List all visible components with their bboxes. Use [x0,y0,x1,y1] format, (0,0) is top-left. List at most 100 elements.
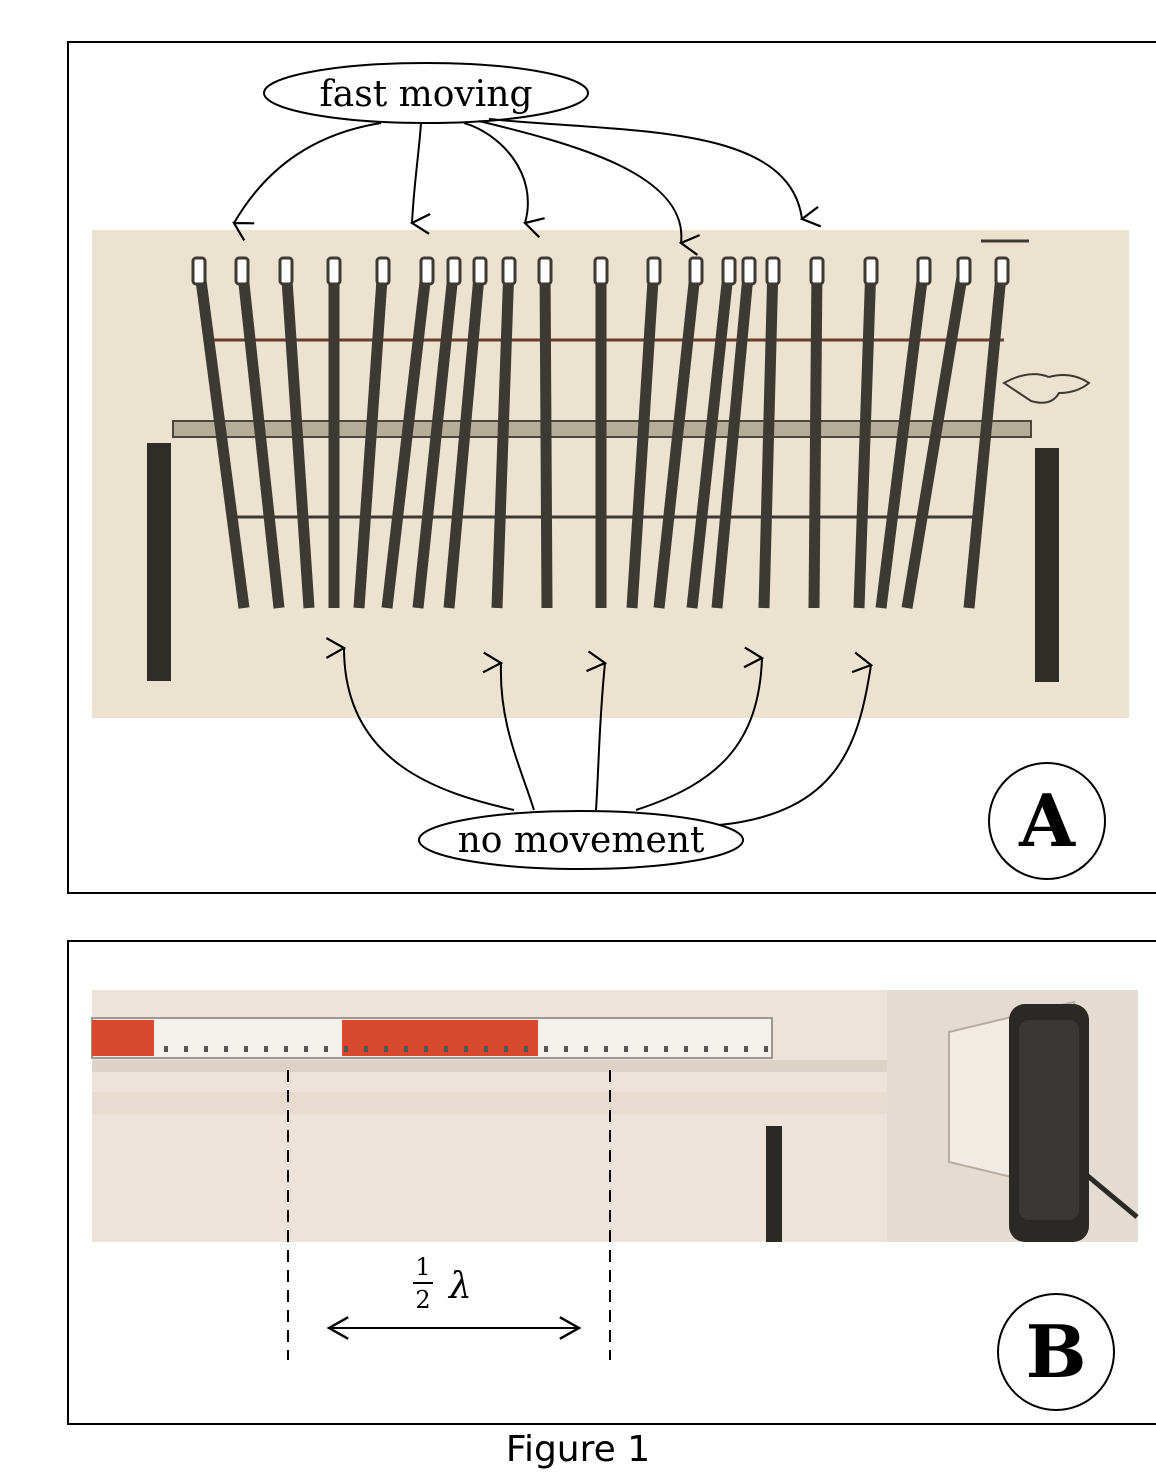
rod-end-weight [472,256,488,286]
rod [808,264,823,609]
rod-end-weight [278,256,294,286]
panel-a: fast moving no movement A [67,41,1156,894]
fast-arrow-1 [234,122,382,223]
ruler-tick [564,1046,568,1052]
rod-end-weight [234,256,250,286]
rod-end-weight [863,256,879,286]
rod-end-weight [765,256,781,286]
rod [443,264,486,609]
ruler-tick [744,1046,748,1052]
ruler-tick [544,1046,548,1052]
ruler-tick [644,1046,648,1052]
rod [653,264,702,609]
ruler-tick [264,1046,268,1052]
rod [626,264,660,609]
ruler-tick [724,1046,728,1052]
ruler-tick [384,1046,388,1052]
fast-moving-label: fast moving [319,74,532,115]
rod [491,264,515,609]
fraction-denominator: 2 [415,1286,430,1314]
ruler-tick [504,1046,508,1052]
rod [236,264,285,609]
drive-hand-icon [1002,373,1091,404]
rod [963,264,1008,609]
ruler-tick [284,1046,288,1052]
rod-end-weight [419,256,435,286]
rod [412,264,460,609]
node-arrow-3 [596,663,605,811]
rod [711,264,755,609]
rod-end-weight [688,256,704,286]
rod [901,264,970,609]
fast-arrow-3 [463,122,528,223]
rod [381,264,433,609]
panel-b-badge [997,1293,1115,1411]
ruler-tick [304,1046,308,1052]
node-arrow-4 [635,658,762,811]
node-arrow-2 [501,663,535,811]
rod-end-weight [646,256,662,286]
fast-arrow-2 [412,122,421,223]
fraction-numerator: 1 [415,1253,430,1281]
rod [193,264,250,609]
rod-end-weight [956,256,972,286]
fast-moving-ellipse [263,62,589,124]
ruler-tick [424,1046,428,1052]
rod [280,264,315,609]
ruler-red-segment-1 [92,1020,154,1056]
rod-end-weight [916,256,932,286]
rod [875,264,930,609]
wave-rods [191,256,1010,609]
rod-end-weight [326,256,342,286]
panel-b-letter: B [1026,1309,1087,1394]
ruler-tick [584,1046,588,1052]
ruler-tick [464,1046,468,1052]
rod-end-weight [446,256,462,286]
rod [539,264,553,609]
no-movement-arrows [344,648,871,826]
rod [686,264,735,609]
ruler-tick [684,1046,688,1052]
ruler-tick [444,1046,448,1052]
ruler-tick [204,1046,208,1052]
node-arrow-5 [718,665,871,826]
ruler-tick [524,1046,528,1052]
rod [353,264,389,609]
tube-edge [92,1060,892,1072]
piston [766,1126,782,1242]
ruler-tick [224,1046,228,1052]
ruler-tick [324,1046,328,1052]
panel-a-diagram: fast moving no movement A [92,62,1129,880]
figure-caption: Figure 1 [505,1429,651,1470]
rod-end-weight [741,256,757,286]
ruler-red-segment-2 [342,1020,538,1056]
right-stand-leg [1035,448,1059,682]
ruler-tick [664,1046,668,1052]
rod [853,264,877,609]
ruler-tick [244,1046,248,1052]
tube-body [92,1092,892,1114]
ruler-tick [404,1046,408,1052]
ruler-ticks [164,1046,768,1052]
ruler-tick [364,1046,368,1052]
ruler-tick [484,1046,488,1052]
ruler-tick [764,1046,768,1052]
rod-end-weight [375,256,391,286]
ruler-tick [624,1046,628,1052]
fast-moving-arrows [234,118,802,243]
panel-a-badge [988,762,1106,880]
fast-arrow-4 [478,120,681,243]
panel-b: 1 2 λ B [67,940,1156,1425]
ruler-tick [164,1046,168,1052]
fast-arrow-5 [488,118,802,219]
rod-end-weight [809,256,825,286]
no-movement-ellipse [418,810,744,870]
rod-end-weight [721,256,737,286]
ruler-tick [344,1046,348,1052]
rod-end-weight [191,256,207,286]
ruler-tick [184,1046,188,1052]
lambda-symbol: λ [447,1266,472,1307]
node-arrow-1 [344,648,515,811]
rod-end-weight [501,256,517,286]
left-stand-leg [147,443,171,681]
